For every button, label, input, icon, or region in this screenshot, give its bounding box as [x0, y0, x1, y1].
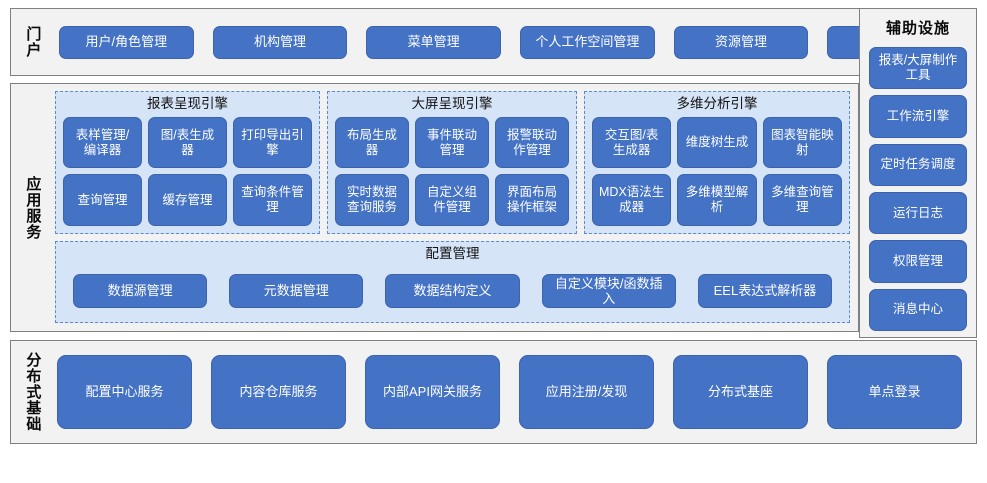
distributed-base-button-group: 配置中心服务 内容仓库服务 内部API网关服务 应用注册/发现 分布式基座 单点…: [53, 341, 976, 443]
base-item-app-registry-discovery[interactable]: 应用注册/发现: [519, 355, 654, 429]
bigscreen-engine-item-alarm-action-management[interactable]: 报警联动作管理: [495, 116, 569, 169]
report-engine-title: 报表呈现引擎: [147, 96, 228, 111]
report-engine-grid: 表样管理/编译器 图/表生成器 打印导出引擎 查询管理 缓存管理 查询条件管理: [63, 116, 312, 226]
olap-engine-item-interactive-chart-generator[interactable]: 交互图/表生成器: [592, 116, 672, 169]
config-item-eel-expression-parser[interactable]: EEL表达式解析器: [697, 273, 833, 308]
report-engine-item-chart-generator[interactable]: 图/表生成器: [148, 116, 227, 169]
application-services-panel: 应用服务 报表呈现引擎 表样管理/编译器 图/表生成器 打印导出引擎 查询管理 …: [10, 83, 859, 332]
portal-panel: 门户 用户/角色管理 机构管理 菜单管理 个人工作空间管理 资源管理 自助分析: [10, 8, 977, 76]
bigscreen-engine-item-event-linkage[interactable]: 事件联动管理: [415, 116, 489, 169]
config-item-data-structure-definition[interactable]: 数据结构定义: [385, 273, 520, 308]
portal-item-user-role[interactable]: 用户/角色管理: [59, 25, 194, 59]
engines-row: 报表呈现引擎 表样管理/编译器 图/表生成器 打印导出引擎 查询管理 缓存管理 …: [55, 91, 850, 234]
bigscreen-engine-item-custom-component-management[interactable]: 自定义组件管理: [415, 174, 489, 226]
olap-engine-item-multidim-query-management[interactable]: 多维查询管理: [762, 174, 842, 226]
report-engine-item-query-management[interactable]: 查询管理: [63, 174, 142, 226]
olap-engine-item-dimension-tree-generation[interactable]: 维度树生成: [677, 116, 757, 169]
aux-panel-title: 辅助设施: [885, 20, 950, 37]
portal-band-label: 门户: [24, 26, 42, 58]
report-engine-item-cache-management[interactable]: 缓存管理: [148, 174, 227, 226]
olap-engine-grid: 交互图/表生成器 维度树生成 图表智能映射 MDX语法生成器 多维模型解析 多维…: [592, 116, 842, 226]
report-engine-item-query-condition-management[interactable]: 查询条件管理: [233, 174, 312, 226]
olap-engine-title: 多维分析引擎: [676, 96, 758, 111]
aux-item-message-center[interactable]: 消息中心: [869, 288, 967, 331]
portal-item-organization[interactable]: 机构管理: [212, 25, 348, 59]
aux-item-permission-management[interactable]: 权限管理: [869, 240, 967, 283]
config-item-custom-module-function[interactable]: 自定义模块/函数插入: [541, 273, 676, 308]
aux-item-task-scheduler[interactable]: 定时任务调度: [869, 143, 967, 186]
config-item-datasource-management[interactable]: 数据源管理: [73, 273, 208, 308]
base-item-single-sign-on[interactable]: 单点登录: [827, 355, 962, 429]
bigscreen-engine-grid: 布局生成器 事件联动管理 报警联动作管理 实时数据查询服务 自定义组件管理 界面…: [335, 116, 569, 226]
olap-engine-item-chart-smart-mapping[interactable]: 图表智能映射: [762, 116, 842, 169]
bigscreen-engine-title: 大屏呈现引擎: [411, 96, 493, 111]
portal-button-group: 用户/角色管理 机构管理 菜单管理 个人工作空间管理 资源管理 自助分析: [53, 9, 976, 75]
bigscreen-engine-item-realtime-query-service[interactable]: 实时数据查询服务: [335, 174, 409, 226]
base-item-config-center-service[interactable]: 配置中心服务: [57, 355, 192, 429]
report-engine-item-template-manager[interactable]: 表样管理/编译器: [63, 116, 142, 169]
aux-button-group: 报表/大屏制作工具 工作流引擎 定时任务调度 运行日志 权限管理 消息中心: [869, 47, 967, 331]
config-item-metadata-management[interactable]: 元数据管理: [229, 273, 364, 308]
bigscreen-engine-panel: 大屏呈现引擎 布局生成器 事件联动管理 报警联动作管理 实时数据查询服务 自定义…: [327, 91, 577, 234]
bigscreen-engine-item-layout-generator[interactable]: 布局生成器: [335, 116, 409, 169]
base-item-distributed-foundation[interactable]: 分布式基座: [673, 355, 808, 429]
base-item-content-repository-service[interactable]: 内容仓库服务: [211, 355, 346, 429]
aux-item-report-screen-tool[interactable]: 报表/大屏制作工具: [869, 47, 967, 90]
portal-item-menu[interactable]: 菜单管理: [366, 25, 502, 59]
base-item-internal-api-gateway-service[interactable]: 内部API网关服务: [365, 355, 500, 429]
distributed-base-panel: 分布式基础 配置中心服务 内容仓库服务 内部API网关服务 应用注册/发现 分布…: [10, 340, 977, 444]
olap-engine-panel: 多维分析引擎 交互图/表生成器 维度树生成 图表智能映射 MDX语法生成器 多维…: [584, 91, 850, 234]
portal-row: 门户 用户/角色管理 机构管理 菜单管理 个人工作空间管理 资源管理 自助分析: [10, 8, 977, 76]
olap-engine-item-mdx-syntax-generator[interactable]: MDX语法生成器: [592, 174, 672, 226]
portal-item-workspace[interactable]: 个人工作空间管理: [520, 25, 655, 59]
aux-item-workflow-engine[interactable]: 工作流引擎: [869, 95, 967, 138]
aux-facilities-panel: 辅助设施 报表/大屏制作工具 工作流引擎 定时任务调度 运行日志 权限管理 消息…: [859, 8, 977, 338]
report-engine-item-print-export-engine[interactable]: 打印导出引擎: [233, 116, 312, 169]
olap-engine-item-multidim-model-parsing[interactable]: 多维模型解析: [677, 174, 757, 226]
configuration-management-grid: 数据源管理 元数据管理 数据结构定义 自定义模块/函数插入 EEL表达式解析器: [63, 267, 842, 315]
application-services-band-label: 应用服务: [24, 175, 42, 240]
application-services-body: 报表呈现引擎 表样管理/编译器 图/表生成器 打印导出引擎 查询管理 缓存管理 …: [53, 84, 858, 331]
report-engine-panel: 报表呈现引擎 表样管理/编译器 图/表生成器 打印导出引擎 查询管理 缓存管理 …: [55, 91, 320, 234]
portal-item-resource[interactable]: 资源管理: [673, 25, 809, 59]
configuration-management-title: 配置管理: [425, 246, 480, 261]
bigscreen-engine-item-ui-layout-framework[interactable]: 界面布局操作框架: [495, 174, 569, 226]
distributed-base-band-label: 分布式基础: [24, 352, 42, 432]
configuration-management-panel: 配置管理 数据源管理 元数据管理 数据结构定义 自定义模块/函数插入 EEL表达…: [55, 241, 850, 323]
aux-item-runtime-log[interactable]: 运行日志: [869, 191, 967, 235]
